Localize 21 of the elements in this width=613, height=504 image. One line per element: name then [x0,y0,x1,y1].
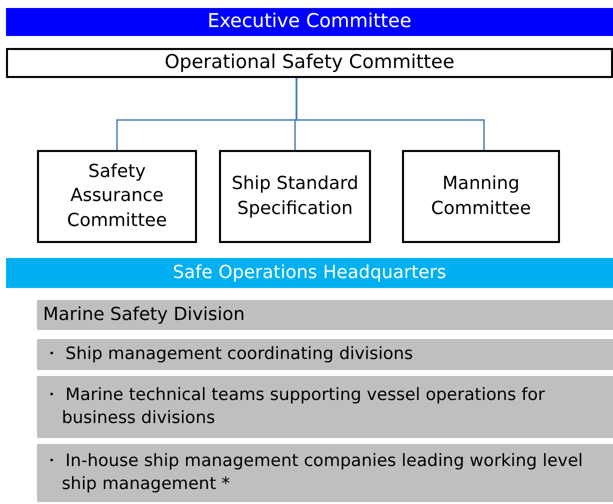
committee-box [402,150,560,243]
node-label: Executive Committee [207,9,412,34]
node-label: Manning Committee [430,172,532,220]
node-label: Ship Standard Specification [230,172,360,220]
node-label: ・ Marine technical teams supporting vessel operations for business divisions [43,384,546,430]
committee-box [219,150,371,243]
committee-band [6,8,613,36]
node-label: Marine Safety Division [43,302,245,327]
committee-box [37,150,197,243]
division-band [37,300,613,330]
headquarters-band [6,258,613,288]
committee-box [6,48,613,78]
connector-line [296,78,485,150]
node-label: ・ Ship management coordinating divisions [43,343,413,366]
node-label: Safe Operations Headquarters [172,260,446,285]
division-item-band [37,444,613,502]
node-label: Safety Assurance Committee [66,160,168,233]
node-label: ・ In-house ship management companies leading working level ship management * [43,450,584,496]
node-label: Operational Safety Committee [164,50,454,76]
division-item-band [37,376,613,438]
division-item-band [37,339,613,370]
